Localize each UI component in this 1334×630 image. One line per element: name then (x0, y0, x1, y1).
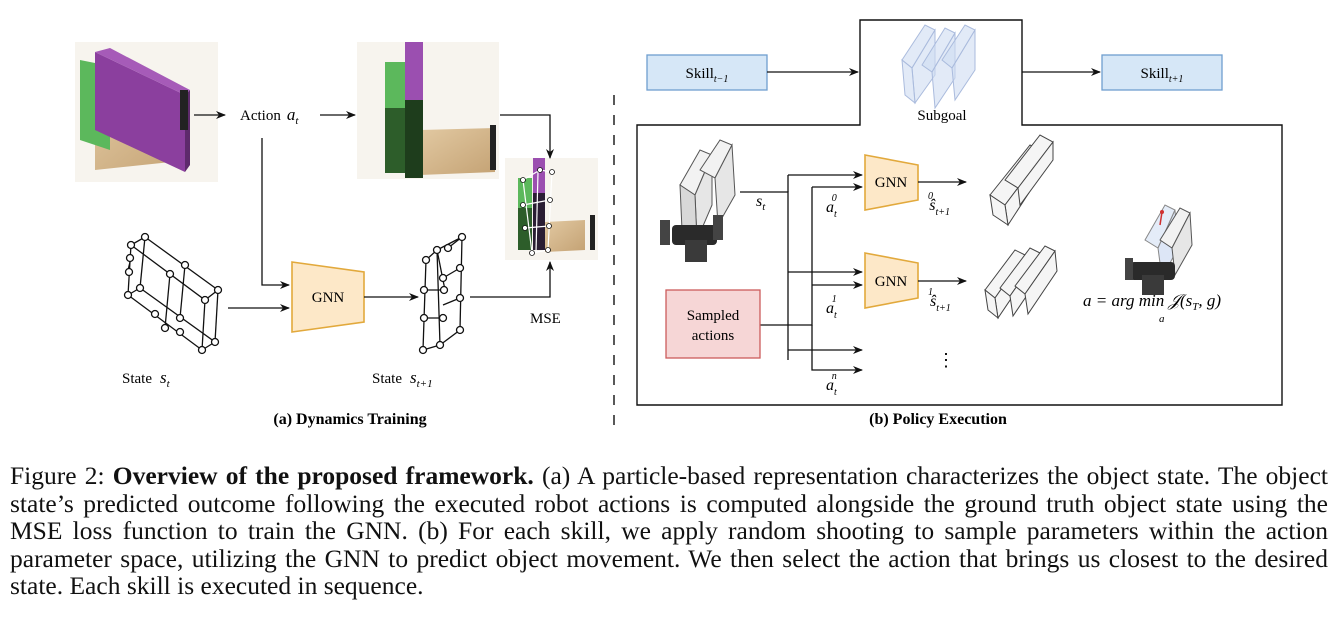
pred-s0-label: ŝt+10 (928, 191, 950, 218)
svg-text:Skillt+1: Skillt+1 (1141, 66, 1184, 85)
action-a1-label: at1 (826, 294, 837, 321)
arrow-pred-to-compare (470, 261, 554, 298)
ellipsis: ⋮ (937, 350, 955, 370)
svg-text:GNN: GNN (875, 175, 908, 191)
svg-text:GNN: GNN (312, 290, 345, 306)
policy-frame (636, 19, 1283, 406)
state-particle-graph (123, 232, 223, 355)
predicted-object-1 (984, 245, 1058, 320)
svg-text:Sampled: Sampled (687, 308, 740, 324)
gnn-block-b2: GNN (864, 252, 919, 309)
panel-b-title: (b) Policy Execution (869, 411, 1007, 428)
objective-argmin-sub: a (1159, 313, 1165, 325)
action-an-label: atn (826, 371, 837, 398)
sampled-actions-box: Sampled actions (665, 289, 761, 359)
arrow-action-to-gnn (261, 138, 290, 289)
action-a0-label: at0 (826, 193, 837, 220)
panel-policy-execution: Skillt−1 Subgoal Skillt+1 (636, 19, 1283, 428)
caption-prefix: Figure 2: (10, 461, 113, 490)
robot-initial-render (660, 139, 736, 262)
caption-body: (a) A particle-based representation char… (10, 461, 1328, 600)
skill-next-box: Skillt+1 (1101, 54, 1223, 91)
subgoal-label: Subgoal (917, 108, 966, 124)
svg-text:Skillt−1: Skillt−1 (686, 66, 729, 85)
state-st-label-b: st (756, 193, 766, 213)
fanout-arrows (740, 171, 863, 374)
pred-s1-label: ŝt+11 (928, 287, 950, 314)
arrow-next-render-to-compare (500, 114, 554, 159)
figure-caption: Figure 2: Overview of the proposed frame… (10, 462, 1328, 600)
predicted-object-0 (989, 134, 1054, 227)
next-state-render (357, 42, 499, 179)
gnn-block-a: GNN (291, 261, 365, 333)
predicted-state-graph (418, 232, 467, 355)
initial-state-render (75, 42, 218, 182)
svg-text:actions: actions (692, 328, 735, 344)
robot-final-render (1125, 204, 1193, 295)
panel-a-title: (a) Dynamics Training (273, 411, 426, 428)
gnn-block-b1: GNN (864, 154, 919, 211)
mse-label: MSE (530, 311, 561, 327)
subgoal-blocks (901, 24, 976, 110)
comparison-render (505, 158, 598, 260)
svg-text:GNN: GNN (875, 274, 908, 290)
skill-prev-box: Skillt−1 (646, 54, 768, 91)
caption-lead: Overview of the proposed framework. (112, 461, 534, 490)
